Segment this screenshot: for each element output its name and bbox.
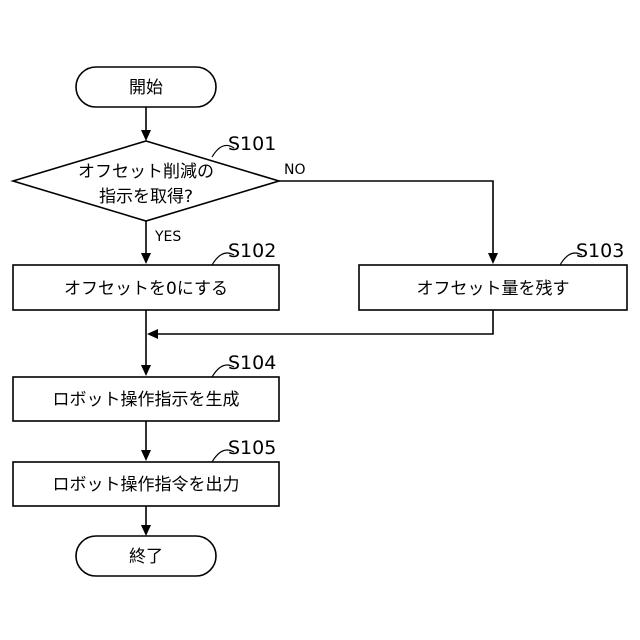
process-label-s104: ロボット操作指示を生成 (53, 390, 240, 410)
arrowhead (141, 450, 151, 461)
arrowhead (147, 329, 158, 339)
end-label: 終了 (129, 547, 163, 567)
step-label-s105: S105 (228, 437, 276, 459)
decision-text-line2: 指示を取得? (99, 187, 193, 207)
step-label-s103: S103 (576, 240, 624, 262)
connector-s103-merge (158, 310, 493, 334)
process-label-s103: オフセット量を残す (417, 279, 570, 299)
step-label-s102: S102 (228, 240, 276, 262)
step-label-s101: S101 (228, 133, 276, 155)
decision-text-line1: オフセット削減の (78, 162, 214, 182)
yes-branch-label: YES (154, 229, 181, 245)
start-label: 開始 (129, 78, 163, 98)
arrowhead (141, 365, 151, 376)
arrowhead (141, 130, 151, 141)
arrowhead (141, 525, 151, 536)
arrowhead (488, 253, 498, 264)
process-label-s105: ロボット操作指令を出力 (53, 475, 240, 495)
arrowhead (141, 253, 151, 264)
connector-no-branch (279, 181, 493, 253)
no-branch-label: NO (284, 162, 306, 178)
process-label-s102: オフセットを0にする (64, 279, 228, 299)
step-label-s104: S104 (228, 352, 276, 374)
